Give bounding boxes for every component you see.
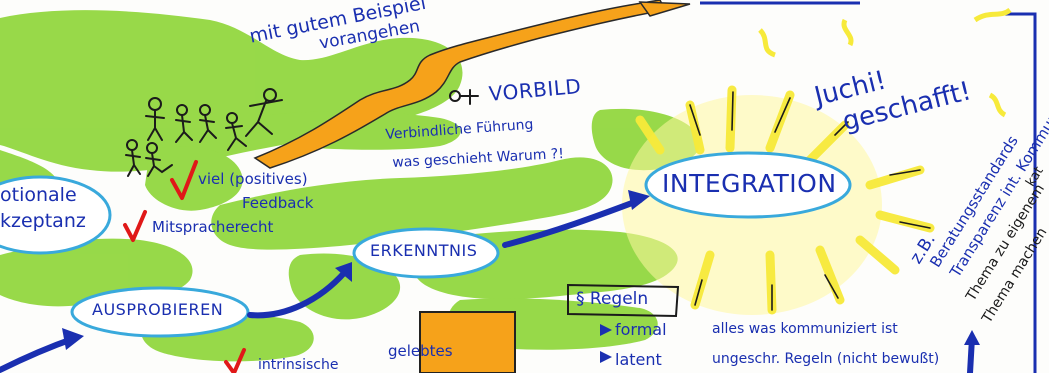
intrinsisch-text: intrinsische	[258, 357, 339, 373]
arrow-head-icon	[638, 1, 691, 17]
left-bubble-text-2: kzeptanz	[0, 210, 86, 232]
feedback-line-3: Mitspracherecht	[152, 218, 274, 236]
ausprobieren-bubble-outline	[70, 286, 250, 338]
stage-integration: INTEGRATION	[662, 169, 837, 198]
stick-figures-icon	[125, 88, 479, 177]
checkmark-icon	[123, 160, 246, 373]
integration-bubble-outline	[644, 151, 852, 219]
regeln-box	[567, 283, 680, 318]
stage-ausprobieren: AUSPROBIEREN	[92, 300, 224, 319]
triangle-bullet-icon	[600, 324, 612, 363]
single-figure-icon	[459, 89, 479, 105]
erkenntnis-bubble-outline	[352, 227, 500, 279]
regeln-note-1: alles was kommuniziert ist	[712, 321, 898, 337]
regeln-item-latent: latent	[615, 350, 662, 369]
left-bubble-text-1: otionale	[0, 184, 77, 206]
feedback-line-2: Feedback	[242, 194, 314, 212]
paragraph-icon regeln-title: § Regeln	[576, 289, 649, 309]
regeln-note-2: ungeschr. Regeln (nicht bewußt)	[712, 351, 940, 367]
feedback-line-1: viel (positives)	[198, 170, 308, 188]
orange-box	[419, 311, 516, 373]
regeln-item-formal: formal	[615, 320, 667, 339]
left-bubble-outline	[0, 175, 112, 255]
gelebtes-text: gelebtes	[388, 342, 453, 360]
stage-erkenntnis: ERKENNTNIS	[370, 241, 478, 260]
